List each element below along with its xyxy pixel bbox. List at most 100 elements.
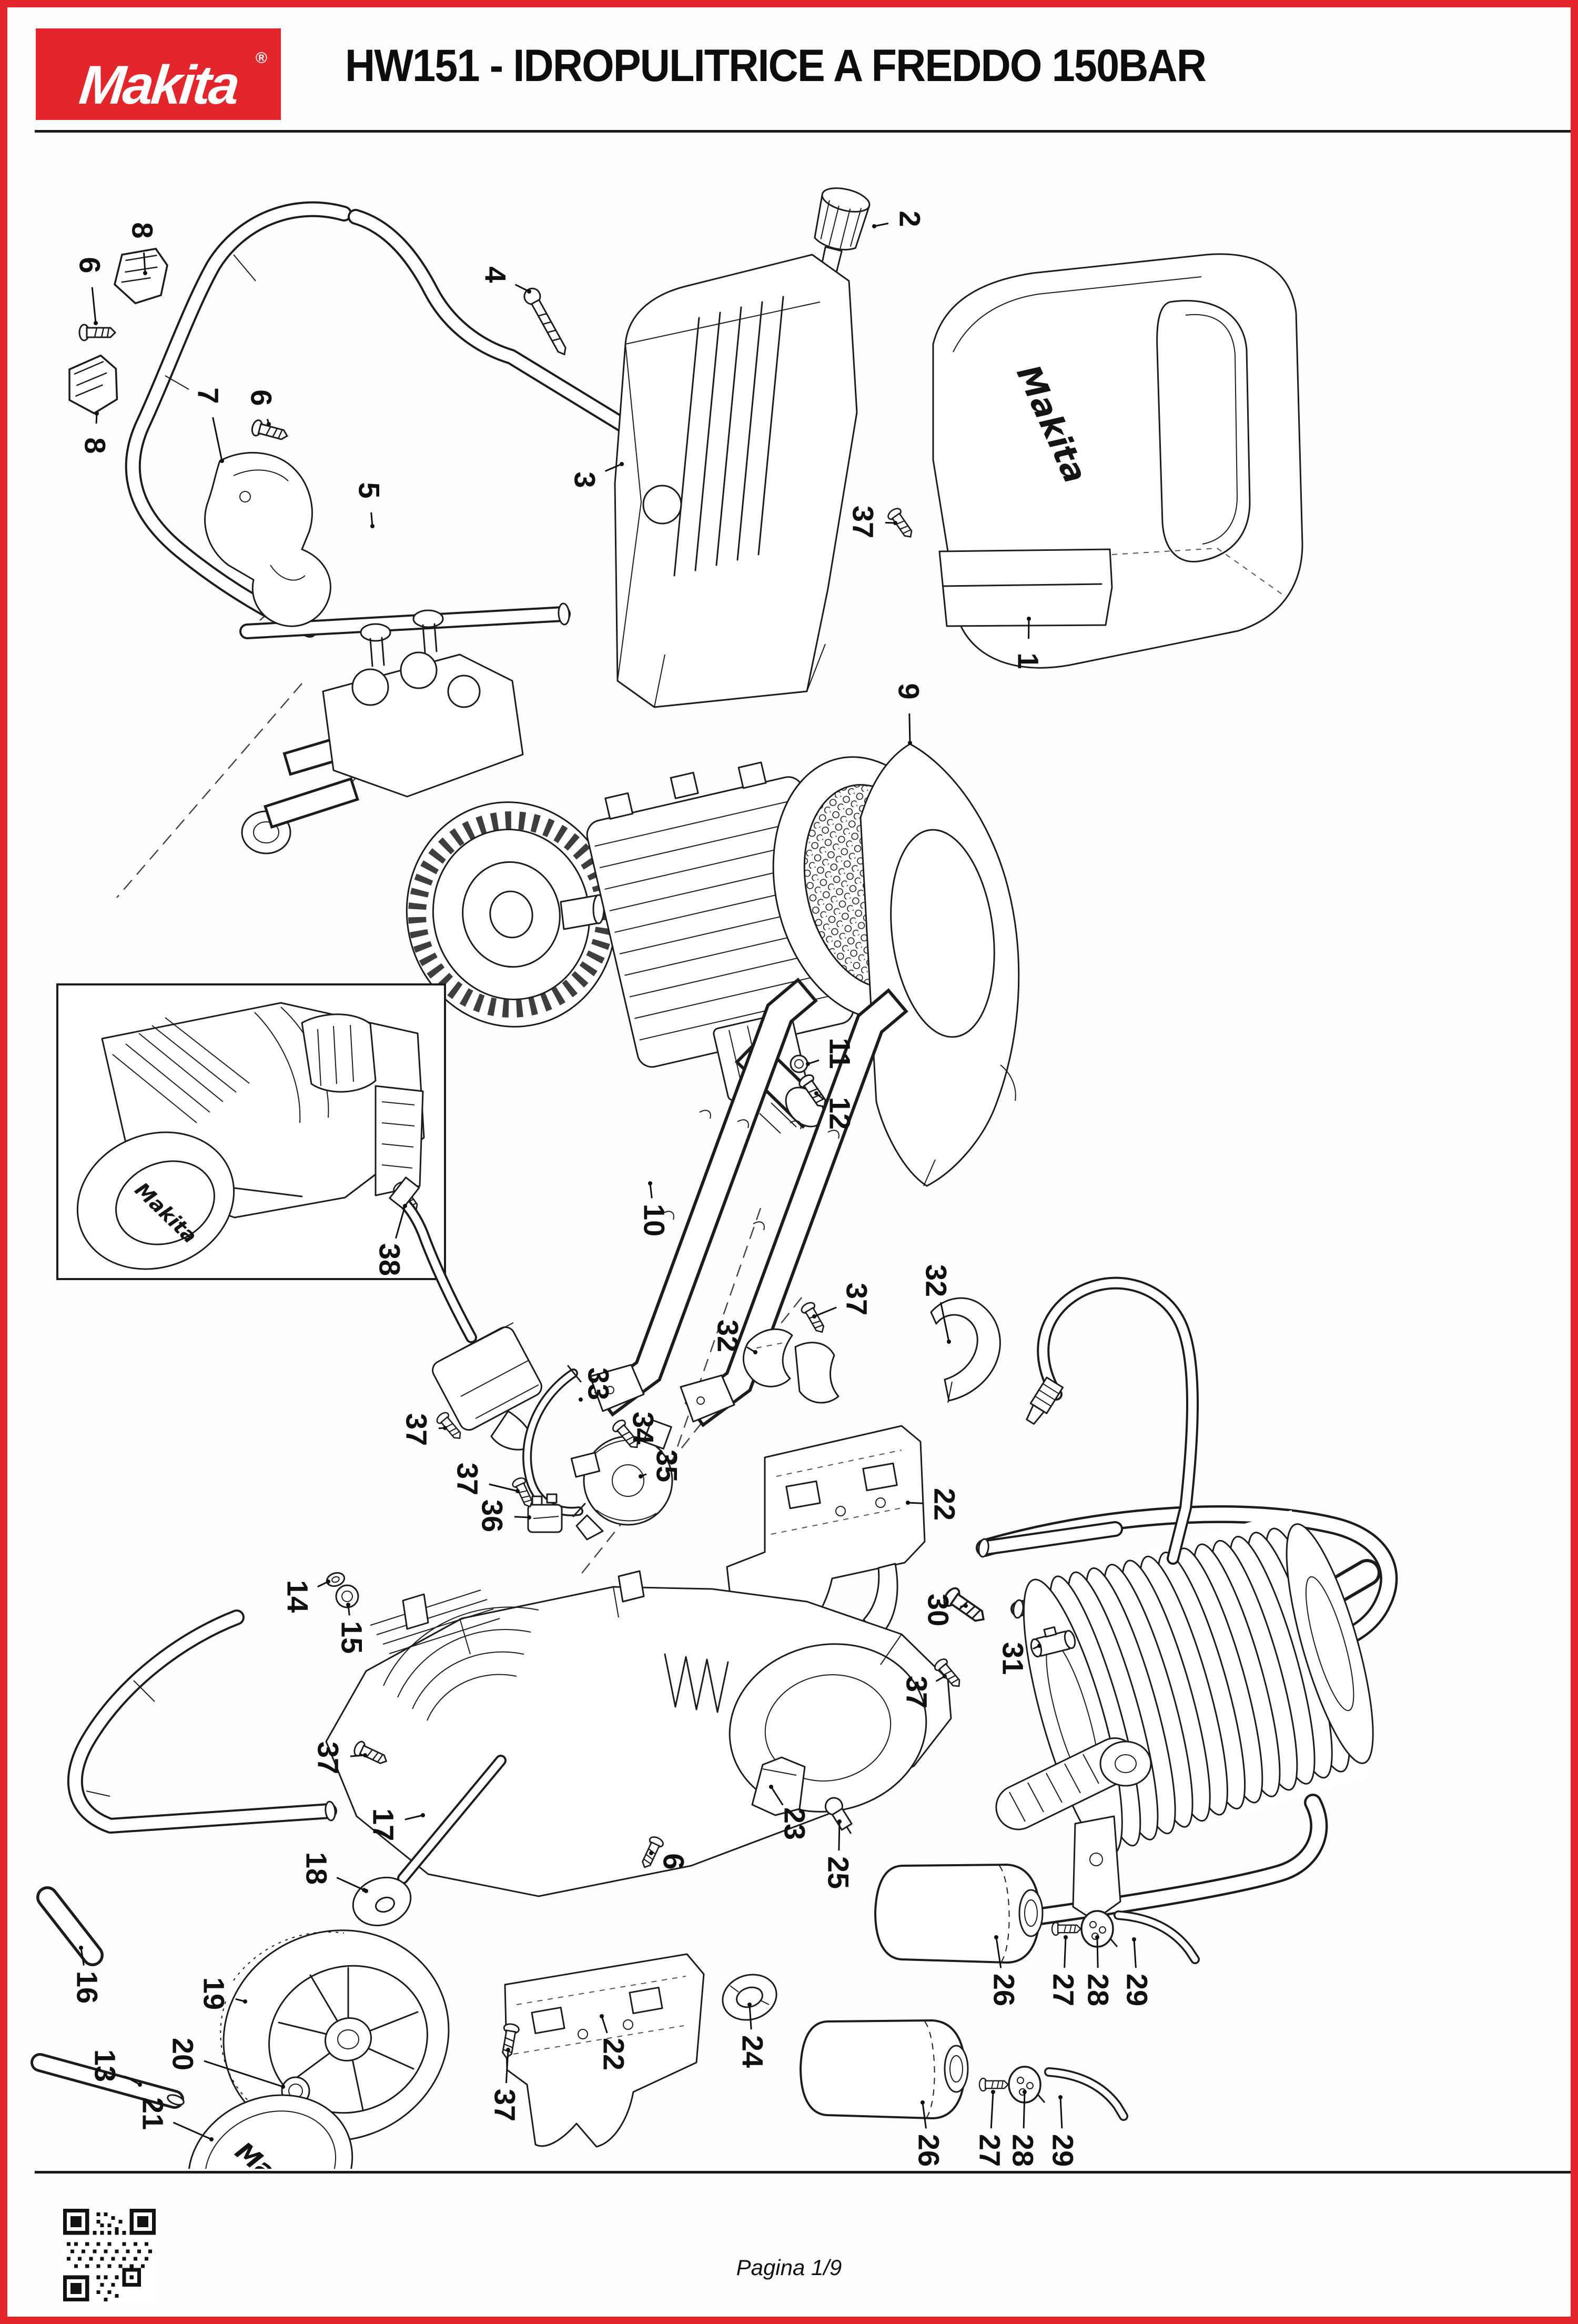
callout-leader-9 <box>908 713 911 743</box>
callout-35: 35 <box>651 1450 684 1482</box>
callout-dot-2 <box>872 224 876 228</box>
callout-27: 27 <box>1047 1974 1080 2006</box>
callout-33: 33 <box>582 1367 615 1400</box>
callout-dot-28 <box>1023 2090 1027 2094</box>
part-grommet-24 <box>722 1974 777 2021</box>
callout-dot-5 <box>370 524 375 528</box>
callout-dot-8 <box>95 411 99 416</box>
part-tube-29b <box>1049 2072 1124 2116</box>
callout-leader-28 <box>1023 2091 1026 2129</box>
callout-dot-37 <box>812 1314 816 1319</box>
callout-8: 8 <box>126 222 159 238</box>
part-chassis <box>325 1570 952 1897</box>
callout-1: 1 <box>1012 652 1045 669</box>
part-panel-9 <box>859 743 1020 1187</box>
inset-box: Makita <box>56 983 446 1280</box>
callout-dot-37 <box>363 1753 367 1757</box>
callout-16: 16 <box>71 1971 104 2004</box>
callout-dot-38 <box>403 1204 407 1208</box>
callout-34: 34 <box>627 1412 660 1444</box>
callout-dot-37 <box>515 1489 520 1493</box>
callout-dot-23 <box>769 1785 773 1789</box>
callout-24: 24 <box>736 2035 770 2068</box>
part-clip-8b <box>64 353 122 417</box>
part-clamp-32a <box>742 1328 839 1404</box>
callout-dot-13 <box>138 2082 142 2087</box>
callout-leader-10 <box>649 1183 653 1199</box>
callout-dot-27 <box>991 2090 995 2094</box>
part-wheel-19 <box>220 1929 450 2142</box>
callout-36: 36 <box>476 1500 509 1532</box>
callout-dot-30 <box>964 1604 968 1608</box>
page-number: Pagina 1/9 <box>736 2255 842 2280</box>
part-plug-27b <box>978 2077 1009 2092</box>
callout-15: 15 <box>336 1621 369 1654</box>
callout-leader-13 <box>124 2075 140 2086</box>
part-bracket-23 <box>751 1756 806 1816</box>
callout-38: 38 <box>373 1243 407 1276</box>
part-bolt-4 <box>520 285 572 359</box>
callout-26: 26 <box>988 1974 1021 2006</box>
callout-12: 12 <box>824 1097 857 1130</box>
part-cap-28a <box>1080 1910 1118 1948</box>
callout-9: 9 <box>893 683 926 699</box>
callout-dot-4 <box>527 289 531 294</box>
callout-23: 23 <box>778 1807 812 1840</box>
callout-dot-29 <box>1058 2095 1063 2099</box>
callout-28: 28 <box>1082 1974 1115 2006</box>
callout-25: 25 <box>822 1856 855 1889</box>
callout-6: 6 <box>658 1853 691 1869</box>
callout-leader-38 <box>395 1205 406 1239</box>
part-head-35 <box>570 1418 673 1541</box>
callout-26: 26 <box>913 2134 946 2167</box>
callout-leader-37 <box>814 1306 837 1317</box>
callout-37: 37 <box>901 1676 934 1708</box>
callout-leader-27 <box>990 2091 994 2129</box>
callout-leader-16 <box>80 1947 85 1966</box>
callout-dot-32 <box>753 1350 757 1354</box>
part-lower-handle <box>40 1617 336 2107</box>
callout-dot-8 <box>143 271 147 275</box>
callout-11: 11 <box>824 1038 857 1069</box>
callout-3: 3 <box>569 471 602 488</box>
callout-dot-36 <box>527 1515 531 1520</box>
callout-leader-26 <box>922 2102 927 2129</box>
exploded-diagram: Makita <box>7 138 1578 2169</box>
callout-30: 30 <box>922 1594 955 1626</box>
callout-dot-22 <box>906 1501 910 1505</box>
part-reel-hose-end <box>1026 1283 1192 1558</box>
callout-dot-24 <box>747 2003 752 2007</box>
callout-37: 37 <box>489 2089 522 2121</box>
callout-dot-25 <box>837 1819 842 1824</box>
callout-dot-26 <box>994 1935 998 1939</box>
callout-dot-6 <box>649 1851 653 1855</box>
callout-dot-37 <box>443 1426 447 1430</box>
callout-7: 7 <box>192 387 225 404</box>
part-screw-6a <box>78 324 116 341</box>
callout-dot-21 <box>209 2137 214 2141</box>
callout-leader-5 <box>370 512 373 527</box>
callout-dot-6 <box>267 422 271 426</box>
callout-13: 13 <box>89 2049 122 2082</box>
callout-6: 6 <box>74 257 107 273</box>
callout-32: 32 <box>920 1264 953 1297</box>
callout-leader-37 <box>489 1483 518 1492</box>
callout-dot-9 <box>908 741 912 745</box>
makita-logo-text: Makita <box>76 55 241 116</box>
part-switch-box <box>389 1176 542 1451</box>
callout-leader-24 <box>748 2004 752 2030</box>
callout-leader-29 <box>1133 1939 1137 1968</box>
callout-dot-26 <box>920 2100 925 2105</box>
callout-dot-15 <box>346 1603 350 1607</box>
callout-dot-17 <box>421 1813 425 1817</box>
callout-14: 14 <box>281 1580 315 1613</box>
callout-layer: 1234566678891011121314151617181920212222… <box>71 210 1154 2167</box>
callout-37: 37 <box>312 1742 345 1774</box>
part-tank-26b <box>800 2019 969 2119</box>
callout-32: 32 <box>712 1320 745 1352</box>
callout-17: 17 <box>367 1808 400 1841</box>
callout-dot-32 <box>947 1340 951 1344</box>
callout-leader-27 <box>1064 1937 1067 1968</box>
callout-dot-37 <box>506 2048 510 2052</box>
part-fitting-31 <box>1030 1626 1076 1658</box>
